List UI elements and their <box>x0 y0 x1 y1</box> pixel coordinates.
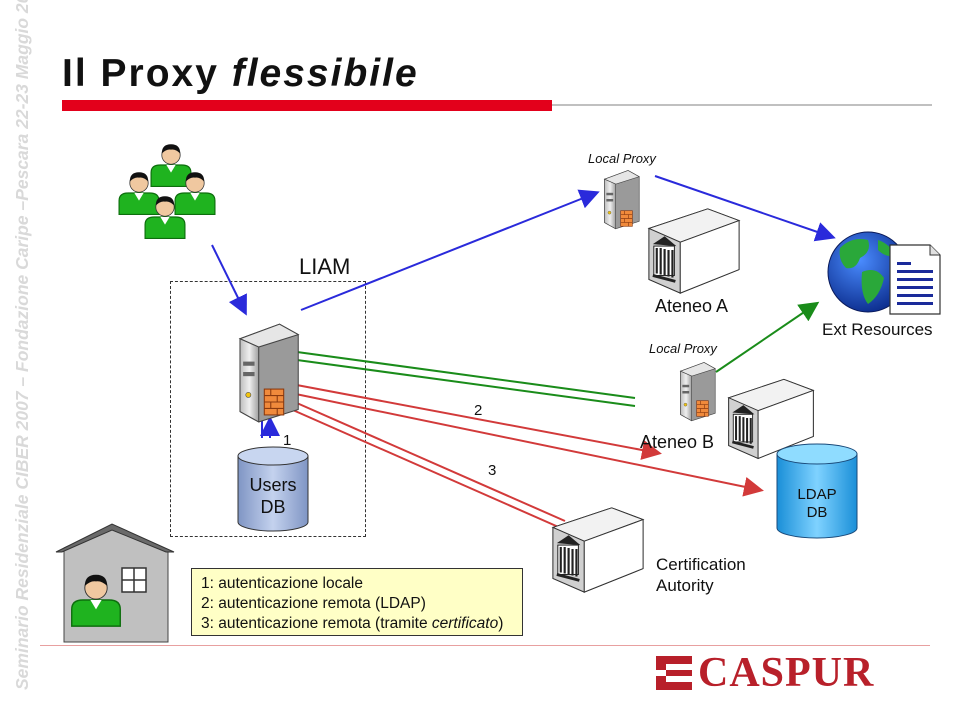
ldap-request-line <box>285 391 764 497</box>
house-icon <box>55 523 175 643</box>
user-to-liam-arrow <box>211 244 247 316</box>
ldap-return-line <box>285 382 662 460</box>
liam-server-icon <box>239 323 299 423</box>
legend-line-2: 2: autenticazione remota (LDAP) <box>201 595 426 612</box>
ldap-db-icon <box>776 443 858 539</box>
users-db-label-line1: Users <box>249 475 297 495</box>
footer-rule <box>40 645 930 646</box>
cert-line-a <box>285 406 564 530</box>
legend-line-3-prefix: 3: autenticazione remota (tramite <box>201 615 432 632</box>
users-group-icon <box>118 143 216 240</box>
proxy-b-to-ext-arrow <box>715 301 820 373</box>
legend-line-3: 3: autenticazione remota (tramite certif… <box>201 614 522 634</box>
document-icon <box>889 244 941 315</box>
ldap-line-a <box>296 351 636 399</box>
cert-line-b <box>289 399 566 522</box>
caspur-logo-mark <box>656 656 692 690</box>
local-proxy-mid-label: Local Proxy <box>649 341 717 356</box>
certification-authority-building-icon <box>551 506 645 594</box>
certification-label: Certification <box>656 555 746 574</box>
users-db-icon <box>237 446 309 532</box>
ext-resources-label: Ext Resources <box>822 320 933 339</box>
local-proxy-to-ext-arrow <box>654 175 836 242</box>
title-part2: flessibile <box>231 52 419 95</box>
globe-icon <box>827 231 909 313</box>
step-1-label: 1 <box>283 432 292 449</box>
ateneo-a-label: Ateneo A <box>655 296 729 316</box>
caspur-logo-text: CASPUR <box>698 650 875 696</box>
legend-line-1: 1: autenticazione locale <box>201 575 364 592</box>
local-proxy-top-icon <box>604 170 640 230</box>
ldap-line-b <box>296 359 636 407</box>
ateneo-b-label: Ateneo B <box>640 432 715 452</box>
local-proxy-top-label: Local Proxy <box>588 151 656 166</box>
liam-to-local-proxy-arrow <box>300 189 600 311</box>
autority-label: Autority <box>656 576 714 595</box>
local-proxy-mid-icon <box>680 362 716 422</box>
legend-line-3-suffix: ) <box>498 615 504 632</box>
step-3-label: 3 <box>488 462 497 479</box>
title-rule <box>552 104 932 106</box>
ldap-db-label-line1: LDAP <box>797 486 837 503</box>
legend-line-3-italic: certificato <box>431 615 499 632</box>
page-title: Il Proxy flessibile <box>62 52 419 96</box>
legend-box: 1: autenticazione locale 2: autenticazio… <box>191 568 523 636</box>
step-2-label: 2 <box>474 402 483 419</box>
ateneo-a-building-icon <box>647 207 741 295</box>
ldap-db-label-line2: DB <box>806 504 828 521</box>
liam-label: LIAM <box>299 254 351 279</box>
title-accent-bar <box>62 100 552 111</box>
users-db-label-line2: DB <box>260 497 286 517</box>
title-part1: Il Proxy <box>62 52 232 95</box>
